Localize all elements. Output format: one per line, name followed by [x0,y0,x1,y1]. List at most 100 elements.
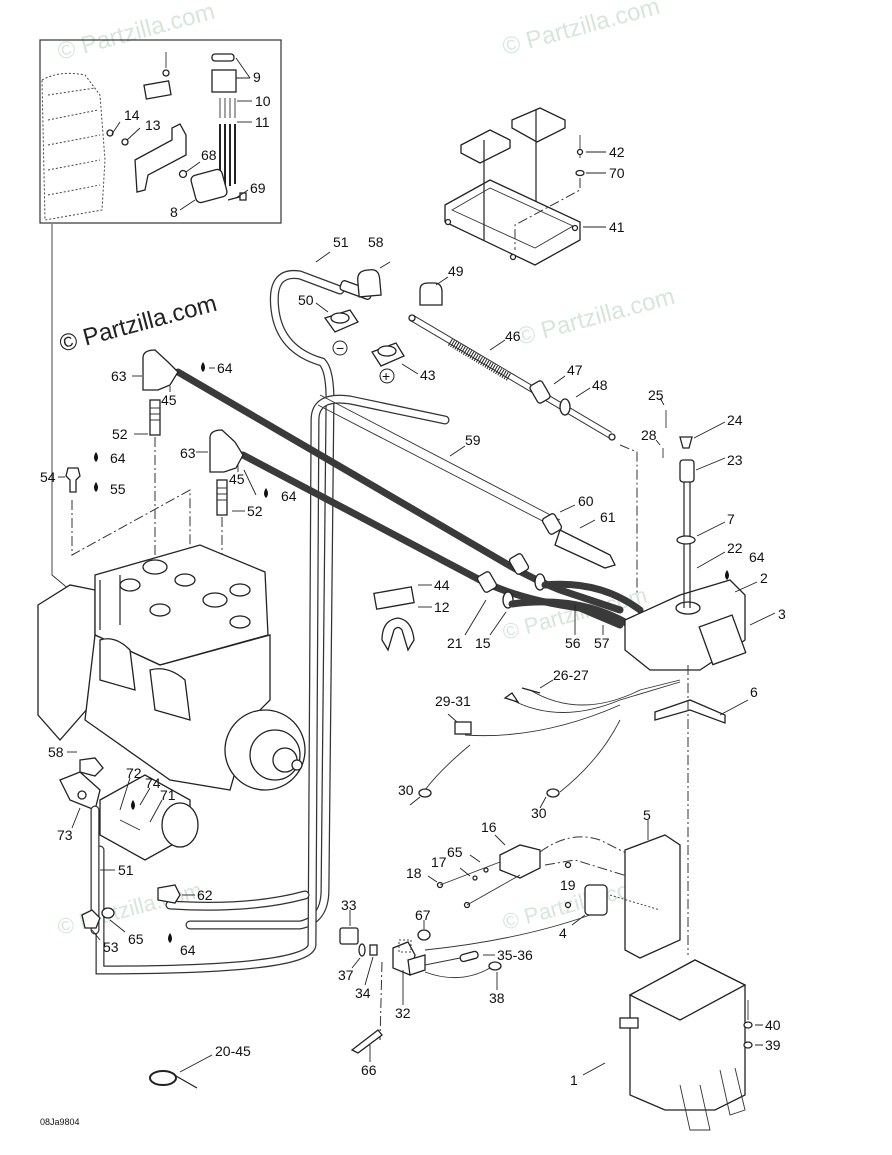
callout-52-b: 52 [247,503,263,519]
mag-cover-outline [41,72,106,221]
callout-23: 23 [727,452,743,468]
cable-end-61 [554,529,616,569]
callout-63-a: 63 [111,368,127,384]
cable-boot-bellows [447,338,513,382]
callout-37: 37 [338,967,354,983]
holder-bar-right [511,107,566,143]
battery-feet [679,1067,746,1131]
callout-42: 42 [609,144,625,160]
callout-21: 21 [447,635,463,651]
callout-71: 71 [160,787,176,803]
negative-cable [186,271,344,929]
exhaust-port-2 [149,668,191,721]
callout-69: 69 [250,180,266,196]
connector-29-31 [454,721,472,735]
callout-12: 12 [434,599,450,615]
mounting-plate-5 [624,834,681,959]
callout-51: 51 [333,234,349,250]
callout-64-c: 64 [281,488,297,504]
negative-sign: − [336,340,344,356]
callout-35-36: 35-36 [497,947,533,963]
engine [37,544,306,791]
holder-bar-left [460,129,511,164]
callout-60: 60 [578,493,594,509]
callout-67: 67 [415,907,431,923]
battery-handle [619,1017,639,1029]
callout-47: 47 [567,362,583,378]
nut-60 [541,513,563,535]
connector-seal [211,53,235,62]
callout-72: 72 [126,765,142,781]
callout-38: 38 [489,990,505,1006]
terminal-caps: 58 49 51 [315,234,464,306]
clip-24 [679,436,693,449]
lubricant-icon [201,362,205,372]
washer [121,138,129,146]
nut [106,129,114,137]
callout-50: 50 [298,292,314,308]
wiring-harness: 26-27 29-31 30 30 [398,667,681,821]
callout-64-e: 64 [180,942,196,958]
callout-44: 44 [434,577,450,593]
callout-4: 4 [559,925,567,941]
seal-37 [358,943,366,957]
callout-32: 32 [395,1005,411,1021]
fuse-34 [369,944,378,956]
nut-53 [81,909,101,929]
inset-frame [39,39,282,224]
terminal-26-27 [521,687,541,694]
fuse-cover-33 [339,927,359,945]
grommet-48 [559,398,571,416]
callout-65-b: 65 [447,844,463,860]
nut-21 [476,571,498,593]
callout-1: 1 [570,1072,578,1088]
inset-mag-cover-detail: 9 10 11 14 13 68 69 8 [39,39,282,224]
solenoid-and-plate: 16 5 65 17 18 19 4 [406,807,681,959]
callout-61: 61 [600,509,616,525]
battery: 40 39 1 [570,959,781,1131]
callout-46: 46 [505,328,521,344]
positive-cable-assembly: 46 47 48 59 [408,314,638,595]
cable-tie: 20-45 [149,1043,251,1089]
callout-11: 11 [255,114,270,130]
callout-10: 10 [255,93,271,109]
fuse-holder: 33 37 34 32 67 35-36 38 66 [338,897,533,1078]
callout-3: 3 [778,606,786,622]
callout-16: 16 [481,819,497,835]
connector-23 [679,459,695,483]
lubricant-icon [264,488,268,498]
callout-39: 39 [765,1037,781,1053]
callout-64-b: 64 [110,450,126,466]
callout-28: 28 [641,427,657,443]
callout-6: 6 [750,684,758,700]
watermark: © Partzilla.com [55,0,218,66]
callout-64-d: 64 [749,549,765,565]
battery-lid [628,959,747,1021]
callout-29-31: 29-31 [435,693,471,709]
callout-53: 53 [103,939,119,955]
drawing-code: 08Ja9804 [40,1117,80,1127]
ignition-coil-box: 25 24 28 23 7 22 64 2 3 6 [624,387,786,955]
terminal-cap-58 [357,269,382,298]
ignition-coil-4 [584,884,608,916]
callout-40: 40 [765,1017,781,1033]
holder-tray [444,179,581,266]
lubricant-icon [725,570,729,580]
ring-terminal-30-a [418,788,432,798]
spark-plug-2 [216,479,228,516]
cap-58-b [79,757,104,777]
inset-pointer-line [51,224,71,591]
watermark-dark: © Partzilla.com [57,290,220,358]
spark-plug-cap-2 [209,429,244,473]
callout-68: 68 [201,147,217,163]
bracket [134,123,187,193]
battery-clamps: − 50 + 43 [298,292,436,384]
exhaust-port-1 [99,638,136,691]
callout-55: 55 [110,481,126,497]
battery-cables [95,269,561,975]
callout-66: 66 [361,1062,377,1078]
washer-67 [417,929,431,941]
callout-14: 14 [124,107,140,123]
callout-64-a: 64 [217,360,233,376]
